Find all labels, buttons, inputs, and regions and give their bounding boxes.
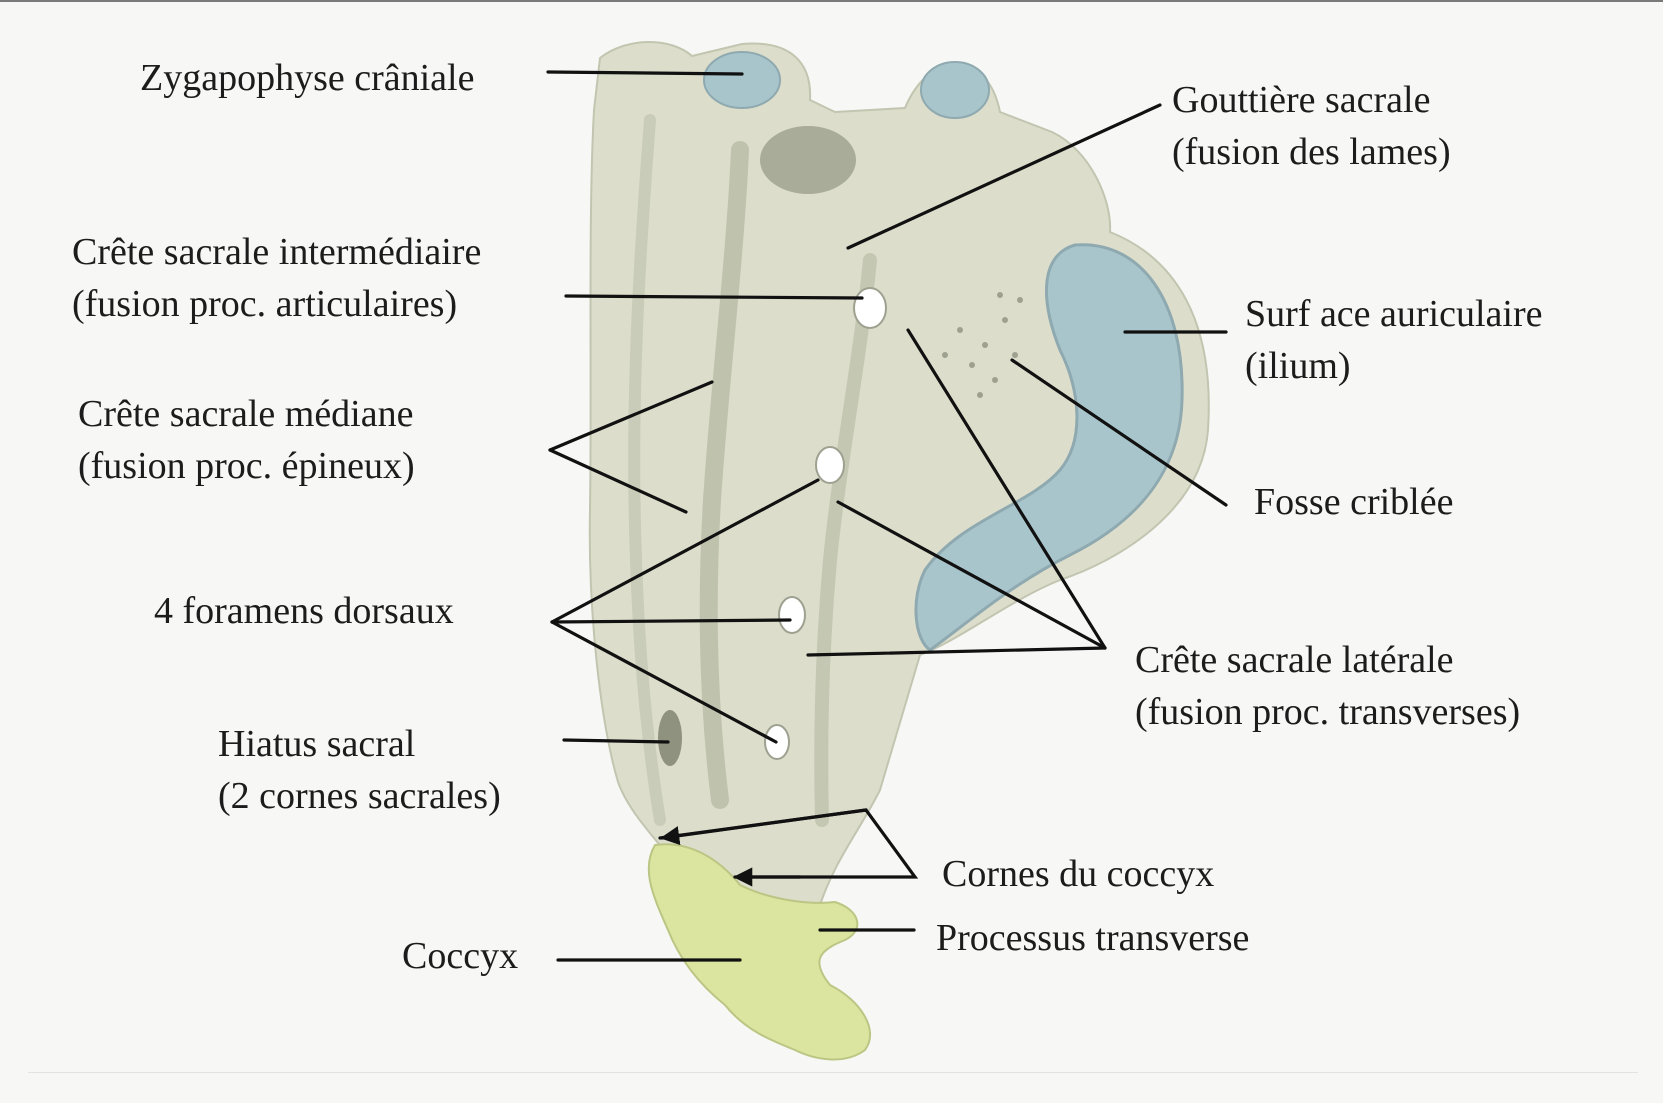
leader-crete-intermediaire	[564, 294, 864, 300]
label-zygapophyse: Zygapophyse crâniale	[140, 52, 474, 104]
label-crete-mediane: Crête sacrale médiane (fusion proc. épin…	[78, 388, 415, 492]
leader-foramen-1	[550, 478, 820, 624]
label-fosse-criblee: Fosse criblée	[1254, 476, 1453, 528]
label-gouttiere-line1: Gouttière sacrale	[1172, 79, 1431, 121]
lateral-crest-ridge	[814, 253, 877, 827]
label-gouttiere: Gouttière sacrale (fusion des lames)	[1172, 74, 1451, 178]
label-foramens: 4 foramens dorsaux	[154, 585, 454, 637]
label-crete-mediane-line1: Crête sacrale médiane	[78, 393, 414, 435]
label-surface-auriculaire-line1: Surf ace auriculaire	[1245, 293, 1543, 335]
label-processus-transverse-line1: Processus transverse	[936, 917, 1250, 959]
label-zygapophyse-line1: Zygapophyse crâniale	[140, 57, 475, 99]
leader-fosse-criblee	[1010, 358, 1228, 507]
leader-foramen-3	[550, 620, 778, 744]
label-processus-transverse: Processus transverse	[936, 912, 1249, 964]
leader-crete-laterale-3	[806, 646, 1107, 657]
median-crest-ridge	[699, 141, 749, 809]
zygapophysis-right	[920, 61, 990, 119]
label-crete-mediane-line2: (fusion proc. épineux)	[78, 445, 415, 487]
spinal-canal	[760, 126, 856, 194]
auricular-surface	[914, 243, 1184, 652]
leader-hiatus	[562, 738, 670, 744]
dorsal-foramen-2	[815, 446, 845, 484]
coccyx-bone	[647, 843, 871, 1061]
label-crete-laterale-line2: (fusion proc. transverses)	[1135, 691, 1521, 733]
sacral-hiatus	[658, 710, 682, 766]
label-hiatus: Hiatus sacral (2 cornes sacrales)	[218, 718, 501, 822]
leader-foramen-2	[550, 618, 792, 624]
label-crete-intermediaire: Crête sacrale intermédiaire (fusion proc…	[72, 226, 481, 330]
dorsal-foramen-1	[853, 287, 887, 329]
label-surface-auriculaire: Surf ace auriculaire (ilium)	[1245, 288, 1543, 392]
label-coccyx-line1: Coccyx	[402, 935, 519, 977]
cribriform-fossa-dots	[942, 292, 1023, 398]
label-foramens-line1: 4 foramens dorsaux	[154, 590, 454, 632]
label-cornes-coccyx-line1: Cornes du coccyx	[942, 853, 1215, 895]
dorsal-foramen-3	[778, 596, 806, 634]
label-hiatus-line1: Hiatus sacral	[218, 723, 416, 765]
leader-gouttiere	[846, 103, 1162, 250]
label-surface-auriculaire-line2: (ilium)	[1245, 345, 1351, 387]
arrow-cornes-left	[660, 808, 868, 846]
label-crete-laterale-line1: Crête sacrale latérale	[1135, 639, 1454, 681]
label-fosse-criblee-line1: Fosse criblée	[1254, 481, 1454, 523]
zygapophysis-left	[703, 51, 781, 109]
leader-zygapophysis	[546, 70, 744, 76]
label-crete-intermediaire-line2: (fusion proc. articulaires)	[72, 283, 458, 325]
label-crete-intermediaire-line1: Crête sacrale intermédiaire	[72, 231, 482, 273]
bottom-divider	[28, 1072, 1638, 1073]
leader-crete-mediane-a	[548, 380, 714, 452]
label-coccyx: Coccyx	[402, 930, 518, 982]
label-cornes-coccyx: Cornes du coccyx	[942, 848, 1214, 900]
leader-crete-laterale-1	[906, 328, 1107, 650]
leader-lines	[546, 70, 1228, 962]
intermediate-crest-ridge	[628, 114, 666, 826]
leader-crete-laterale-2	[836, 500, 1107, 650]
top-border	[0, 0, 1663, 2]
label-gouttiere-line2: (fusion des lames)	[1172, 131, 1451, 173]
leader-crete-mediane-b	[548, 448, 688, 514]
label-crete-laterale: Crête sacrale latérale (fusion proc. tra…	[1135, 634, 1520, 738]
label-hiatus-line2: (2 cornes sacrales)	[218, 775, 501, 817]
